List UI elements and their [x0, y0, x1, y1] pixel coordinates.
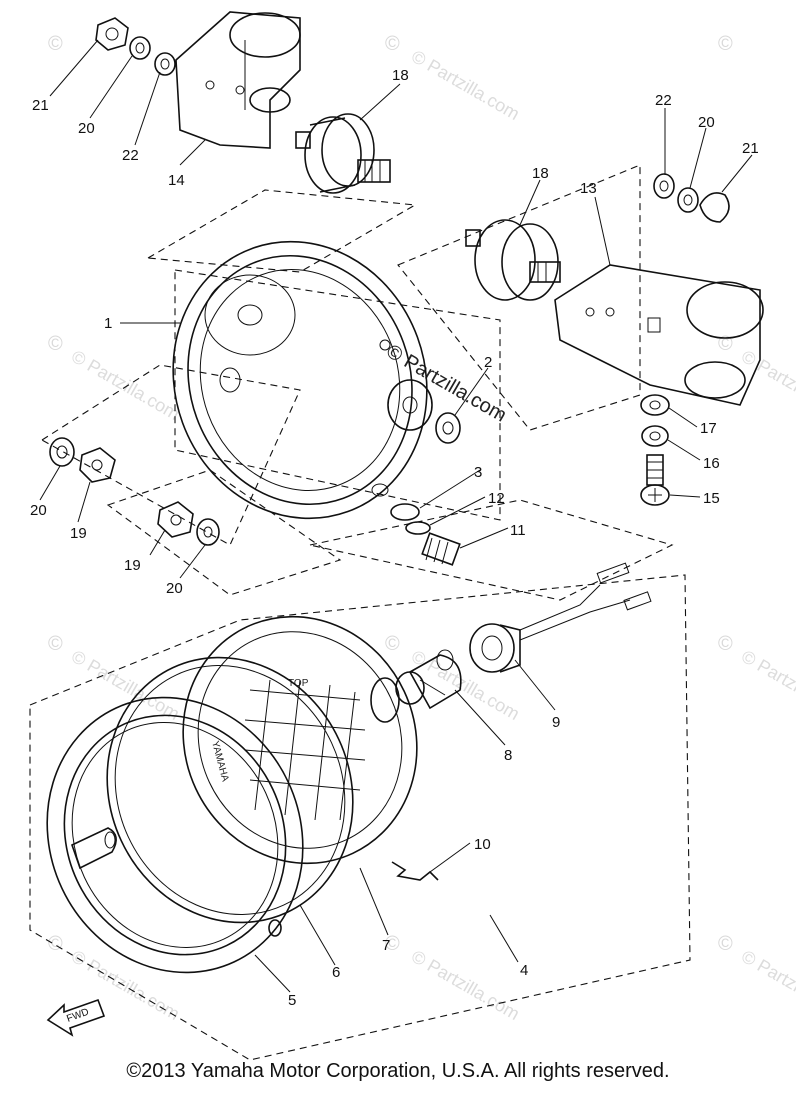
label-21b: 21 — [742, 140, 759, 157]
label-20: 20 — [78, 120, 95, 137]
watermark-c: © — [48, 933, 63, 955]
watermark-site: © Partzilla.com — [408, 946, 523, 1024]
lens-top-text: TOP — [288, 678, 309, 689]
watermark-c: © — [385, 933, 400, 955]
nut-washer-stack-left — [95, 17, 176, 76]
clip-10 — [391, 861, 439, 881]
label-22: 22 — [122, 147, 139, 164]
label-8: 8 — [504, 747, 512, 764]
watermark-c: © — [48, 633, 63, 655]
screw-stack-lower — [390, 503, 461, 566]
rim-lens-outline — [29, 574, 691, 1061]
watermark-layer: © © © © © © © © © © © © Partzilla.com © … — [48, 33, 796, 1024]
headlight-body-outline — [174, 269, 501, 521]
watermark-c: © — [385, 33, 400, 55]
label-17: 17 — [700, 420, 717, 437]
wiring-outline — [309, 499, 674, 601]
label-21: 21 — [32, 97, 49, 114]
label-9: 9 — [552, 714, 560, 731]
bolt-stack-right — [640, 394, 670, 506]
damper-18-upper — [295, 113, 391, 194]
label-13: 13 — [580, 180, 597, 197]
label-20b: 20 — [698, 114, 715, 131]
label-7: 7 — [382, 937, 390, 954]
nut-washer-left-low — [157, 501, 220, 546]
lens-grid — [244, 679, 366, 821]
watermark-site: © Partzilla.com — [738, 946, 796, 1024]
label-6: 6 — [332, 964, 340, 981]
label-20d: 20 — [166, 580, 183, 597]
label-19b: 19 — [124, 557, 141, 574]
label-12: 12 — [488, 490, 505, 507]
watermark-c: © — [718, 933, 733, 955]
label-18b: 18 — [532, 165, 549, 182]
leader-lines — [39, 39, 753, 993]
label-2: 2 — [484, 354, 492, 371]
watermark-c: © — [385, 633, 400, 655]
label-1: 1 — [104, 315, 112, 332]
headlight-body-1 — [172, 240, 433, 520]
label-14: 14 — [168, 172, 185, 189]
label-10: 10 — [474, 836, 491, 853]
lens-unit-7: TOP YAMAHA — [182, 615, 418, 865]
label-11: 11 — [510, 522, 526, 539]
watermark-c: © — [48, 333, 63, 355]
collar-2 — [435, 412, 461, 444]
label-5: 5 — [288, 992, 296, 1009]
watermark-c: © — [718, 33, 733, 55]
left-bracket-outline — [40, 364, 301, 546]
upper-right-outline — [397, 164, 641, 431]
fwd-arrow: FWD — [46, 998, 106, 1037]
label-18: 18 — [392, 67, 409, 84]
nut-washer-left-mid — [49, 437, 116, 483]
bracket-right-13 — [554, 264, 764, 406]
damper-18-right — [465, 219, 561, 301]
label-20c: 20 — [30, 502, 47, 519]
watermark-site: © Partzilla.com — [738, 646, 796, 724]
watermark-site: © Partzilla.com — [408, 46, 523, 124]
rim-5 — [46, 696, 304, 974]
copyright-notice: ©2013 Yamaha Motor Corporation, U.S.A. A… — [126, 1060, 670, 1082]
assembly-outlines — [29, 164, 691, 1061]
upper-left-outline — [146, 189, 417, 273]
label-4: 4 — [520, 962, 528, 979]
watermark-c: © — [718, 333, 733, 355]
watermark-site: © Partzilla.com — [738, 346, 796, 424]
label-19: 19 — [70, 525, 87, 542]
label-3: 3 — [474, 464, 482, 481]
watermark-c: © — [718, 633, 733, 655]
nut-washer-stack-right — [653, 173, 730, 223]
watermark-site: © Partzilla.com — [408, 646, 523, 724]
label-22b: 22 — [655, 92, 672, 109]
lens-brand-text: YAMAHA — [209, 740, 230, 783]
bracket-left-14 — [175, 11, 301, 149]
label-15: 15 — [703, 490, 720, 507]
watermark-c: © — [48, 33, 63, 55]
label-16: 16 — [703, 455, 720, 472]
lower-left-outline — [106, 469, 342, 596]
socket-cord-9 — [469, 562, 652, 673]
watermark-site: © Partzilla.com — [68, 646, 183, 724]
part-labels: 21 20 22 14 18 1 2 3 12 11 18 13 22 20 2… — [30, 67, 759, 1009]
